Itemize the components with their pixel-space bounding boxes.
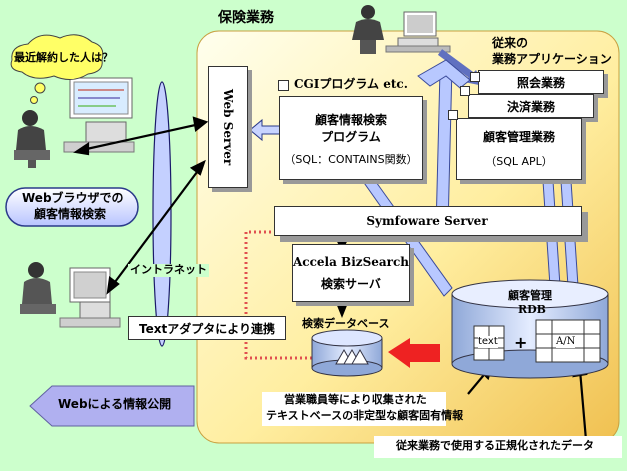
page-title: 保険業務: [218, 10, 274, 26]
search-program-line3: （SQL：CONTAINS関数）: [284, 153, 418, 166]
search-db-label: 検索データベース: [302, 317, 390, 330]
accela-line1: Accela BizSearch: [292, 254, 409, 269]
user-pc-bottom-icon: [20, 262, 121, 328]
app-inquiry-box: [478, 70, 604, 94]
search-db-cylinder: [311, 329, 383, 377]
user-pc-top-icon: [14, 77, 135, 168]
intranet-label: イントラネット: [128, 263, 209, 277]
web-publish-label: Webによる情報公開: [58, 397, 172, 411]
rdb-text-column: text: [478, 336, 498, 348]
app-settlement-label: 決済業務: [506, 99, 555, 114]
search-program-box: [279, 96, 423, 180]
note-unstructured-line2: テキストベースの非定型な顧客固有情報: [266, 409, 464, 422]
app-inquiry-label: 照会業務: [516, 75, 565, 90]
web-search-line1: Webブラウザでの: [22, 191, 124, 205]
app-customer-box: [456, 118, 582, 180]
app-customer-label: 顧客管理業務 （SQL APL）: [456, 118, 582, 178]
accela-label: Accela BizSearch 検索サーバ: [292, 244, 410, 302]
text-adapter-label: Textアダプタにより連携: [139, 321, 275, 336]
rdb-cylinder: [451, 279, 609, 379]
web-server-box: [208, 66, 248, 188]
user-pc-legacy-icon: [352, 5, 451, 54]
web-search-line2: 顧客情報検索: [34, 207, 107, 221]
rdb-plus: +: [514, 333, 528, 352]
note-unstructured-line1: 営業職員等により収集された: [284, 393, 427, 406]
note-unstructured-box: [262, 392, 446, 426]
red-sync-arrow: [388, 338, 440, 368]
symfoware-box: [274, 206, 582, 236]
search-program-line1: 顧客情報検索: [314, 113, 387, 127]
speech-bubble: [10, 34, 104, 104]
note-structured-box: [374, 436, 622, 458]
app-customer-sub: （SQL APL）: [485, 154, 553, 168]
legacy-apps-line2: 業務アプリケーション: [492, 51, 612, 66]
web-search-pill: [5, 187, 139, 227]
app-marker-1: [470, 72, 480, 82]
rdb-an-column: A/N: [556, 336, 576, 348]
search-program-line2: プログラム: [321, 130, 381, 144]
accela-line2: 検索サーバ: [321, 276, 381, 291]
legacy-apps-line1: 従来の: [492, 36, 529, 50]
cgi-label: CGIプログラム etc.: [294, 77, 408, 91]
search-program-label: 顧客情報検索 プログラム （SQL：CONTAINS関数）: [279, 100, 423, 178]
text-adapter-box: [128, 316, 286, 340]
symfoware-label: Symfoware Server: [366, 214, 488, 228]
web-server-label: Web Server: [221, 88, 235, 166]
app-marker-2: [460, 86, 470, 96]
cgi-marker: [278, 80, 289, 91]
web-publish-arrow: [29, 385, 195, 427]
rdb-line2: RDB: [518, 303, 546, 316]
rdb-line1: 顧客管理: [508, 289, 552, 302]
speech-bubble-text: 最近解約した人は？: [14, 51, 113, 64]
note-structured-label: 従来業務で使用する正規化されたデータ: [396, 439, 594, 452]
app-customer-title: 顧客管理業務: [482, 129, 555, 144]
app-settlement-box: [468, 94, 594, 118]
app-marker-3: [448, 110, 458, 120]
intranet-ellipse: [152, 81, 172, 347]
accela-box: [292, 244, 410, 302]
legacy-apps-label: 従来の 業務アプリケーション: [492, 36, 612, 67]
connection-arrows: [73, 116, 588, 441]
